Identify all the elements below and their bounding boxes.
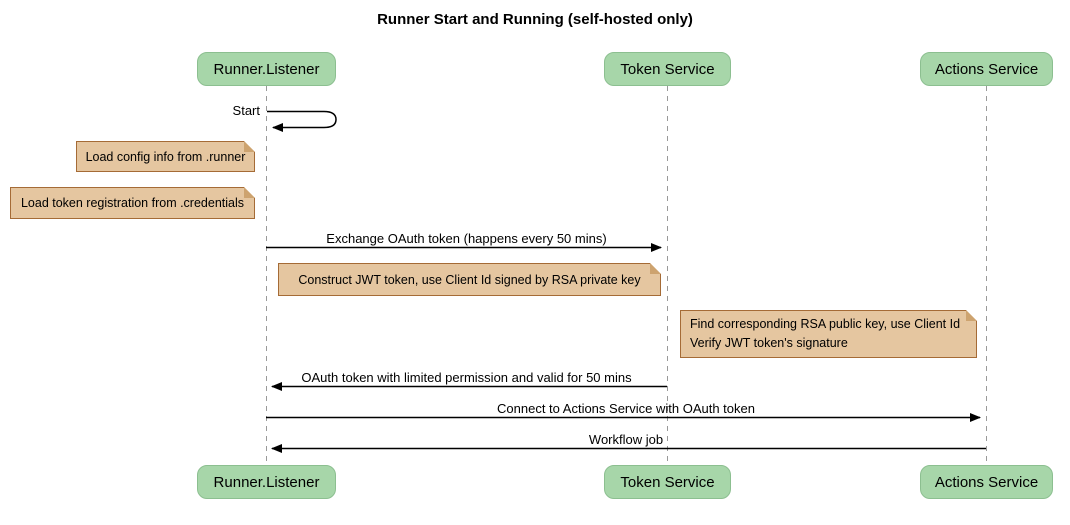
note-load-config: Load config info from .runner [76, 141, 255, 172]
note-text: Find corresponding RSA public key, use C… [690, 315, 960, 353]
note-load-token-registration: Load token registration from .credential… [10, 187, 255, 219]
participant-label: Actions Service [934, 473, 1039, 491]
note-text: Load config info from .runner [85, 149, 246, 164]
participant-token-service-bottom: Token Service [604, 465, 731, 499]
message-label-oauth-return: OAuth token with limited permission and … [301, 370, 632, 385]
participant-actions-service-bottom: Actions Service [920, 465, 1053, 499]
participant-label: Token Service [620, 473, 715, 491]
note-text: Construct JWT token, use Client Id signe… [298, 272, 641, 287]
note-verify-jwt: Find corresponding RSA public key, use C… [680, 310, 977, 358]
participant-runner-listener-top: Runner.Listener [197, 52, 336, 86]
note-text: Load token registration from .credential… [20, 196, 245, 210]
arrow-self-start [267, 110, 337, 132]
message-label-connect-actions: Connect to Actions Service with OAuth to… [497, 401, 755, 416]
diagram-title: Runner Start and Running (self-hosted on… [377, 11, 693, 28]
note-construct-jwt: Construct JWT token, use Client Id signe… [278, 263, 661, 296]
participant-label: Runner.Listener [213, 60, 320, 78]
participant-label: Token Service [620, 60, 715, 78]
note-text-line: Find corresponding RSA public key, use C… [690, 317, 961, 332]
participant-label: Actions Service [934, 60, 1039, 78]
message-label-workflow-job: Workflow job [588, 432, 664, 447]
message-label-start: Start [232, 103, 260, 118]
message-label-exchange-oauth: Exchange OAuth token (happens every 50 m… [326, 231, 607, 246]
participant-token-service-top: Token Service [604, 52, 731, 86]
participant-runner-listener-bottom: Runner.Listener [197, 465, 336, 499]
participant-label: Runner.Listener [213, 473, 320, 491]
participant-actions-service-top: Actions Service [920, 52, 1053, 86]
note-text-line: Verify JWT token's signature [690, 336, 848, 350]
